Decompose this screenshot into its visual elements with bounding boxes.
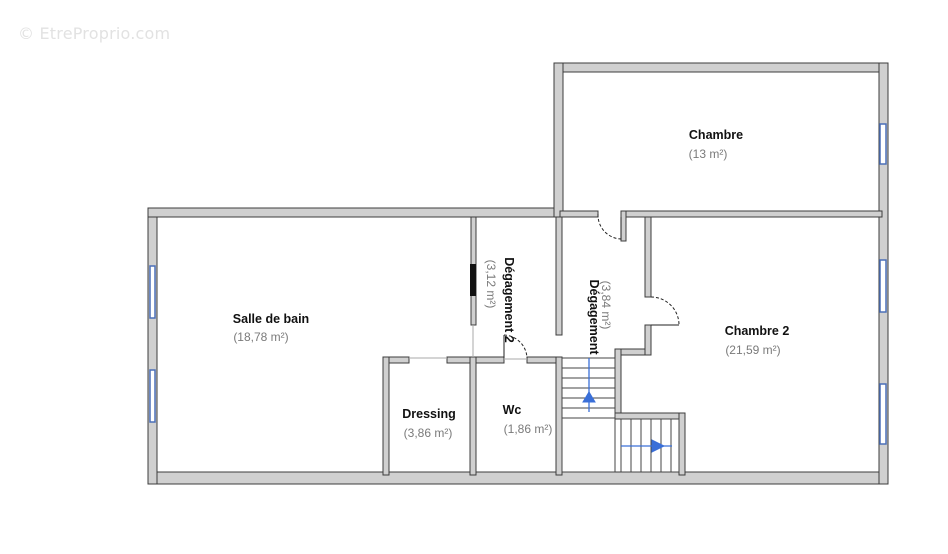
room-name: Dégagement: [587, 279, 601, 355]
room-name: Wc: [503, 403, 522, 417]
wall-stairs-landing: [614, 412, 686, 420]
room-dressing: Dressing (3,86 m²): [402, 407, 456, 440]
room-name: Dégagement 2: [502, 257, 516, 342]
room-area: (1,86 m²): [504, 422, 553, 436]
wall-stairs-right: [614, 348, 622, 416]
room-chambre-2: Chambre 2 (21,59 m²): [725, 324, 790, 357]
wall-left: [147, 207, 158, 485]
room-area: (18,78 m²): [233, 330, 288, 344]
wall-marker: [470, 264, 476, 296]
wall-top-chambre: [553, 62, 889, 73]
wall-dressing-left: [382, 356, 390, 476]
wall-chambre-bottom-b: [620, 210, 883, 218]
room-name: Chambre 2: [725, 324, 790, 338]
wall-left-chambre: [553, 62, 564, 218]
walls: [147, 62, 889, 485]
watermark: © EtreProprio.com: [18, 24, 171, 43]
window-left-1: [149, 265, 156, 319]
wall-bottom: [147, 471, 889, 485]
door-chambre2-arc: [650, 296, 680, 326]
wall-deg2-deg: [555, 216, 563, 336]
room-area: (3,84 m²): [599, 281, 613, 330]
wall-deg-ch2-top: [644, 216, 652, 298]
room-area: (13 m²): [689, 147, 728, 161]
room-area: (3,86 m²): [404, 426, 453, 440]
doors: [409, 213, 680, 360]
wall-wc-stairs: [555, 356, 563, 476]
wall-stairs-landing-right: [678, 412, 686, 476]
stairs-arrow-up: [582, 358, 596, 412]
room-degagement: Dégagement (3,84 m²): [587, 279, 613, 355]
wall-chambre-bottom-a: [559, 210, 599, 218]
wall-deg-ch2-jamb: [644, 324, 652, 356]
windows: [149, 123, 887, 445]
door-chambre-arc: [597, 213, 622, 240]
room-wc: Wc (1,86 m²): [503, 403, 553, 436]
room-area: (3,12 m²): [484, 260, 498, 309]
room-area: (21,59 m²): [725, 343, 780, 357]
wall-door-jamb: [620, 210, 627, 242]
room-name: Chambre: [689, 128, 743, 142]
window-left-2: [149, 369, 156, 423]
door-wc-arc: [503, 334, 528, 359]
window-chambre2-2: [879, 383, 887, 445]
room-degagement-2: Dégagement 2 (3,12 m²): [484, 257, 516, 342]
wall-dressing-wc: [469, 356, 477, 476]
wall-top-left: [147, 207, 561, 218]
room-name: Dressing: [402, 407, 456, 421]
stairs-arrow-right: [621, 439, 672, 453]
window-chambre2-1: [879, 259, 887, 313]
room-chambre: Chambre (13 m²): [689, 128, 743, 161]
window-chambre: [879, 123, 887, 165]
room-name: Salle de bain: [233, 312, 309, 326]
room-salle-de-bain: Salle de bain (18,78 m²): [233, 312, 309, 344]
